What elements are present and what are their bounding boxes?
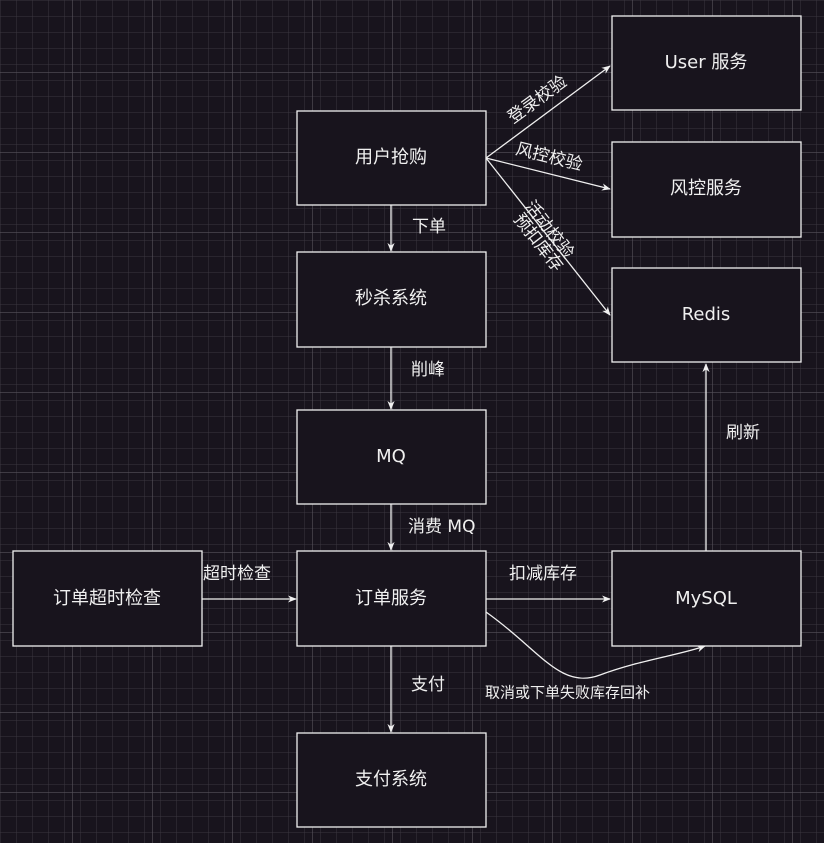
label-consume-mq: 消费 MQ [408, 517, 475, 537]
node-user-service-label: User 服务 [665, 52, 748, 73]
node-user-purchase[interactable]: 用户抢购 [296, 110, 487, 206]
edge-rollback-stock[interactable] [485, 611, 706, 679]
node-mysql-label: MySQL [675, 588, 737, 609]
node-order-service[interactable]: 订单服务 [296, 550, 487, 647]
node-redis[interactable]: Redis [611, 267, 802, 363]
node-user-service[interactable]: User 服务 [611, 15, 802, 111]
edge-login-check[interactable] [485, 65, 611, 159]
node-seckill-system[interactable]: 秒杀系统 [296, 251, 487, 348]
node-order-timeout-check[interactable]: 订单超时检查 [12, 550, 203, 647]
node-risk-service[interactable]: 风控服务 [611, 141, 802, 238]
label-timeout-check: 超时检查 [203, 564, 271, 584]
label-place-order: 下单 [412, 217, 446, 237]
node-mysql[interactable]: MySQL [611, 550, 802, 647]
label-rollback-stock: 取消或下单失败库存回补 [485, 684, 650, 702]
node-redis-label: Redis [682, 304, 731, 325]
node-risk-service-label: 风控服务 [670, 178, 742, 199]
node-order-timeout-check-label: 订单超时检查 [53, 588, 161, 609]
label-peak-shaving: 削峰 [411, 360, 445, 380]
edge-activity-check[interactable] [485, 157, 611, 316]
node-seckill-system-label: 秒杀系统 [355, 288, 427, 309]
node-user-purchase-label: 用户抢购 [355, 147, 427, 168]
node-payment-system[interactable]: 支付系统 [296, 732, 487, 828]
label-deduct-stock: 扣减库存 [509, 564, 577, 584]
node-mq[interactable]: MQ [296, 409, 487, 505]
label-pay: 支付 [411, 675, 445, 695]
label-refresh: 刷新 [726, 423, 760, 443]
node-payment-system-label: 支付系统 [355, 769, 427, 790]
node-order-service-label: 订单服务 [355, 588, 427, 609]
node-mq-label: MQ [376, 446, 406, 467]
edge-risk-check[interactable] [485, 157, 611, 191]
